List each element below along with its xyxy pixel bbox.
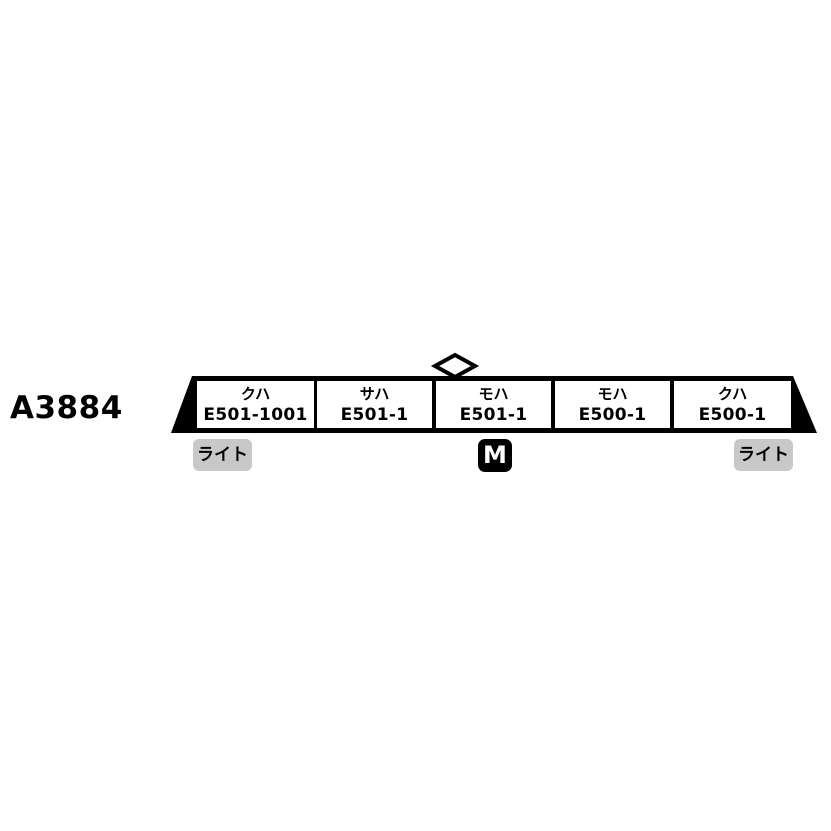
car-number: E501-1 <box>459 405 528 425</box>
product-code: A3884 <box>10 390 123 426</box>
car-5: クハ E500-1 <box>674 381 791 428</box>
car-type: クハ <box>717 385 748 403</box>
car-number: E501-1001 <box>203 405 308 425</box>
car-type: モハ <box>597 385 628 403</box>
car-3: モハ E501-1 <box>436 381 551 428</box>
light-badge-right: ライト <box>734 439 793 471</box>
car-1: クハ E501-1001 <box>197 381 314 428</box>
car-type: クハ <box>240 385 271 403</box>
car-number: E500-1 <box>578 405 647 425</box>
car-4: モハ E500-1 <box>555 381 670 428</box>
car-type: モハ <box>478 385 509 403</box>
car-number: E501-1 <box>340 405 409 425</box>
light-badge-left: ライト <box>193 439 252 471</box>
car-type: サハ <box>359 385 390 403</box>
pantograph-icon <box>430 352 480 380</box>
car-2: サハ E501-1 <box>317 381 432 428</box>
car-number: E500-1 <box>698 405 767 425</box>
motor-badge: M <box>478 439 512 472</box>
